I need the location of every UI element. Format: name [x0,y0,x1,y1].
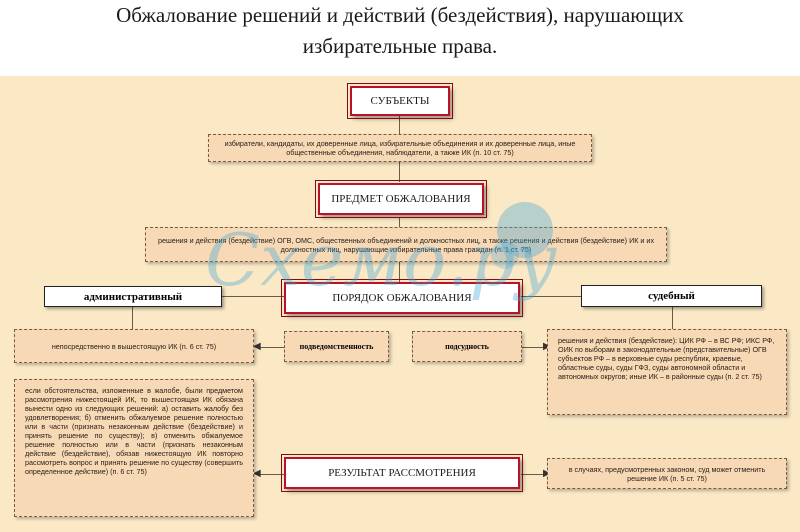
arrow-left-icon: ◀ [253,341,261,352]
connector-admin [222,296,284,297]
connector-procedure [399,262,400,282]
podsudnost-label: подсудность [412,331,522,362]
arrow-right-icon: ▶ [543,342,551,352]
result-judicial-text: в случаях, предусмотренных законом, суд … [547,458,787,489]
subjects-text: избиратели, кандидаты, их доверенные лиц… [208,134,592,162]
judicial-label: судебный [581,285,762,307]
connector-judicial-down [672,307,673,329]
administrative-label: административный [44,286,222,307]
title-line-1: Обжалование решений и действий (бездейст… [116,3,684,27]
admin-text: непосредственно в вышестоящую ИК (п. 6 с… [14,329,254,363]
judicial-text: решения и действия (бездействие): ЦИК РФ… [547,329,787,415]
podvedomstvennost-label: подведомственность [284,331,389,362]
title-line-2: избирательные права. [302,34,498,58]
connector-result-left [258,474,284,475]
arrow-right-result-icon: ▶ [543,469,551,479]
procedure-heading: ПОРЯДОК ОБЖАЛОВАНИЯ [281,279,523,317]
result-heading: РЕЗУЛЬТАТ РАССМОТРЕНИЯ [281,454,523,492]
result-admin-text: если обстоятельства, изложенные в жалобе… [14,379,254,517]
arrow-left-result-icon: ◀ [253,468,261,479]
connector-judicial [521,296,581,297]
subject-matter-text: решения и действия (бездействие) ОГВ, ОМ… [145,227,667,262]
subject-matter-heading: ПРЕДМЕТ ОБЖАЛОВАНИЯ [315,180,487,218]
connector-result-right [521,474,547,475]
connector-subject-matter [399,162,400,182]
connector-admin-down [132,307,133,329]
subjects-heading: СУБЪЕКТЫ [347,83,453,119]
connector-podved [258,347,284,348]
connector-subject-matter-text [399,217,400,227]
connector-podsud [521,347,547,348]
connector-subjects [399,116,400,134]
